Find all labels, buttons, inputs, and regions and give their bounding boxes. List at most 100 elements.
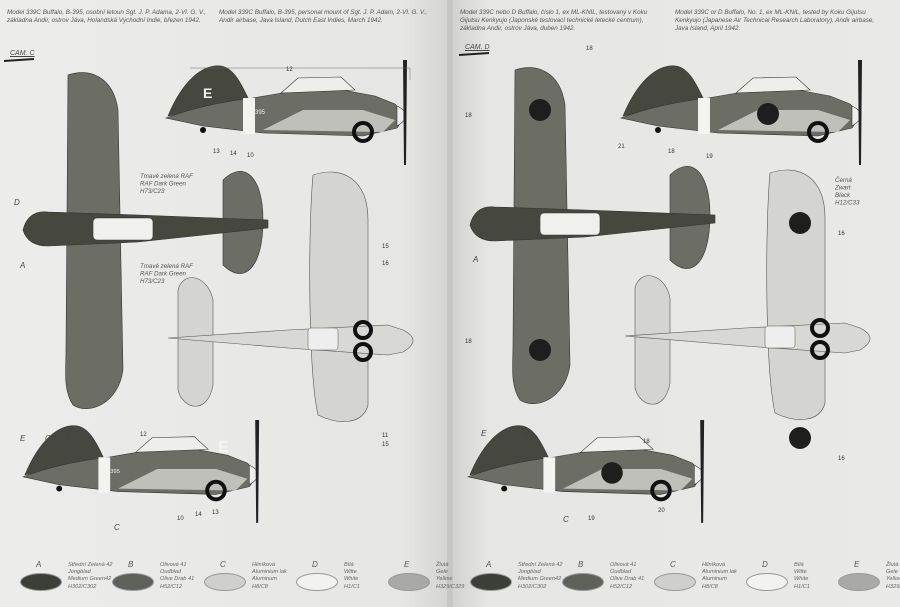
- wheel: [810, 340, 830, 360]
- callout-number: 16: [838, 456, 845, 462]
- color-swatch: [112, 573, 154, 591]
- color-swatch: [388, 573, 430, 591]
- legend-letter: C: [220, 560, 226, 569]
- main-wheel: [205, 479, 227, 502]
- callout-number: 16: [382, 261, 389, 267]
- tail-wheel: [200, 127, 206, 133]
- main-wheel: [650, 479, 672, 502]
- color-letter: C: [114, 523, 120, 532]
- legend-text: Žlutá Gele Yellow H329/C329: [886, 562, 900, 590]
- legend-text: Olivová 41 Oudblad Olive Drab 41 H52/C12: [160, 562, 195, 590]
- wing-underside: [766, 169, 826, 420]
- roundel: [789, 212, 811, 234]
- callout-line-text: Zwart: [834, 185, 851, 192]
- side-view: EB-395: [164, 60, 407, 165]
- legend-text: Olivová 41 Oudblad Olive Drab 41 H52/C12: [610, 562, 645, 590]
- underside-view: [167, 171, 414, 422]
- canopy: [280, 76, 356, 94]
- belly-window: [307, 327, 339, 351]
- legend-letter: B: [128, 560, 134, 569]
- canopy: [134, 436, 209, 453]
- callout-line-text: Tmavě zelená RAF: [140, 173, 194, 180]
- callout-line-text: Tmavě zelená RAF: [140, 263, 194, 270]
- main-wheel: [807, 121, 829, 143]
- tail-wheel: [56, 485, 63, 492]
- callout-number: 19: [588, 516, 595, 522]
- hinomaru-roundel: [601, 462, 623, 484]
- color-letter: C: [45, 434, 51, 443]
- callout-line-text: H12/C33: [835, 200, 860, 207]
- fuselage-band: [243, 98, 255, 134]
- propeller: [700, 420, 705, 523]
- wheel: [353, 320, 373, 340]
- color-swatch: [296, 573, 338, 591]
- lower-panel: [263, 110, 395, 132]
- page-gutter: [447, 0, 453, 607]
- belly-window: [764, 325, 796, 349]
- fuselage-band: [698, 98, 710, 134]
- callout-number: 13: [212, 510, 219, 516]
- roundel: [529, 339, 551, 361]
- callout-number: 10: [247, 153, 254, 159]
- callout-number: 10: [177, 516, 184, 522]
- serial: B-395: [104, 469, 120, 475]
- lower-panel: [563, 469, 693, 491]
- camo-label: CAM. D: [465, 44, 490, 51]
- callout-number: 12: [286, 67, 293, 73]
- color-swatch: [562, 573, 604, 591]
- color-letter: B: [523, 429, 529, 438]
- callout-number: 21: [618, 144, 625, 150]
- canopy: [539, 212, 601, 236]
- callout-number: 18: [643, 439, 650, 445]
- color-swatch: [746, 573, 788, 591]
- fuselage-band: [543, 457, 556, 493]
- lower-panel: [118, 469, 248, 491]
- callout-number: 19: [706, 154, 713, 160]
- callout-number: 15: [382, 244, 389, 250]
- caption-czech: Model 339C Buffalo, B-395, osobní letoun…: [7, 9, 207, 25]
- color-letter: E: [481, 429, 487, 438]
- underside-view: [624, 169, 871, 449]
- color-letter: B: [65, 434, 71, 443]
- legend-letter: A: [36, 560, 42, 569]
- color-swatch: [20, 573, 62, 591]
- color-letter: D: [14, 198, 20, 207]
- legend-text: Bílá Witte White H1/C1: [344, 562, 360, 590]
- legend-item-d: D Bílá Witte White H1/C1: [296, 560, 382, 602]
- caption-english: Model 339C or D Buffalo, No. 1, ex ML-KN…: [675, 9, 875, 33]
- legend-item-b: B Olivová 41 Oudblad Olive Drab 41 H52/C1…: [112, 560, 198, 602]
- callout-number: 14: [195, 512, 202, 518]
- hinomaru-roundel: [757, 103, 779, 125]
- color-letter: C: [563, 515, 569, 524]
- legend-letter: D: [312, 560, 318, 569]
- fuselage-underside: [167, 324, 414, 356]
- serial: B-395: [249, 110, 266, 116]
- color-letter: C: [501, 429, 507, 438]
- callout-number: 15: [382, 442, 389, 448]
- callout-number: 16: [838, 231, 845, 237]
- callout-number: 18: [668, 149, 675, 155]
- legend-letter: A: [486, 560, 492, 569]
- callout-line-text: Černá: [835, 177, 852, 184]
- roundel: [529, 99, 551, 121]
- legend-text: Hliníková Aluminium lak Aluminum H8/C8: [702, 562, 737, 590]
- propeller: [858, 60, 862, 165]
- camo-label: CAM. C: [10, 50, 35, 57]
- color-letter: A: [19, 261, 25, 270]
- wing-underside: [309, 171, 369, 422]
- canopy: [735, 76, 811, 94]
- color-swatch: [470, 573, 512, 591]
